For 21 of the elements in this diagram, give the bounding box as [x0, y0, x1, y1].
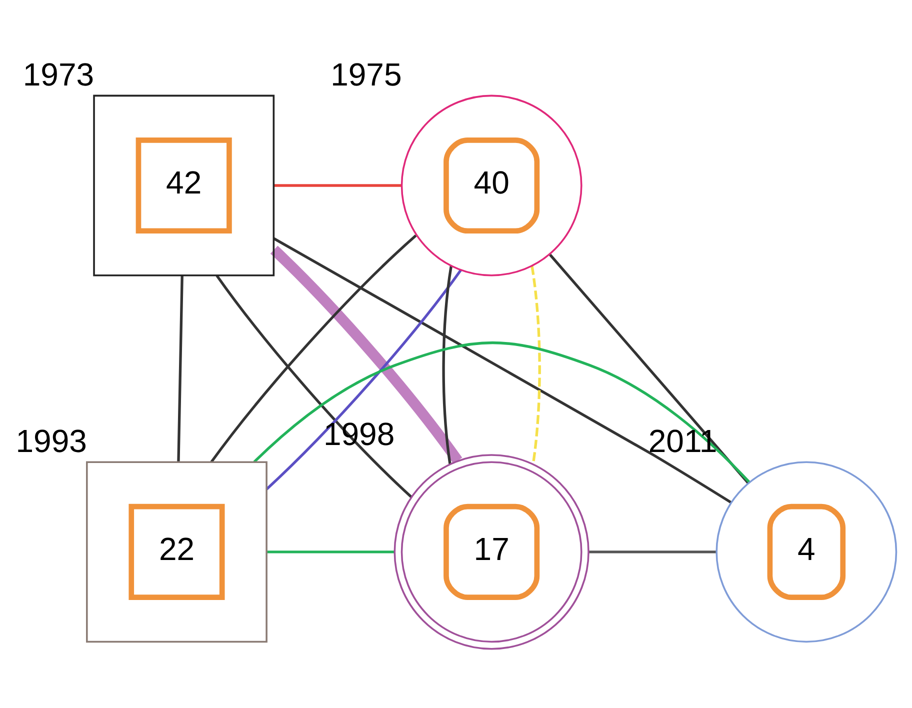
- connector: [549, 253, 750, 484]
- connector: [588, 550, 716, 553]
- connector: [274, 184, 402, 186]
- node-box: 22: [86, 460, 268, 642]
- node-circle: 40: [400, 94, 582, 276]
- connector: [266, 268, 462, 490]
- connector: [530, 265, 541, 464]
- connector: [273, 236, 732, 504]
- connector: [210, 234, 417, 462]
- connector: [216, 274, 412, 498]
- connector: [177, 275, 184, 462]
- connector: [442, 265, 452, 464]
- node-box: 42: [93, 94, 275, 276]
- node-label: 1973: [22, 56, 94, 92]
- connector: [267, 550, 394, 553]
- node-label: 1975: [330, 56, 402, 92]
- node-circle: 17: [394, 454, 590, 650]
- node-label: 1993: [16, 422, 87, 459]
- connector: [270, 245, 462, 464]
- node-circle: 4: [716, 460, 898, 642]
- connector: [253, 340, 750, 483]
